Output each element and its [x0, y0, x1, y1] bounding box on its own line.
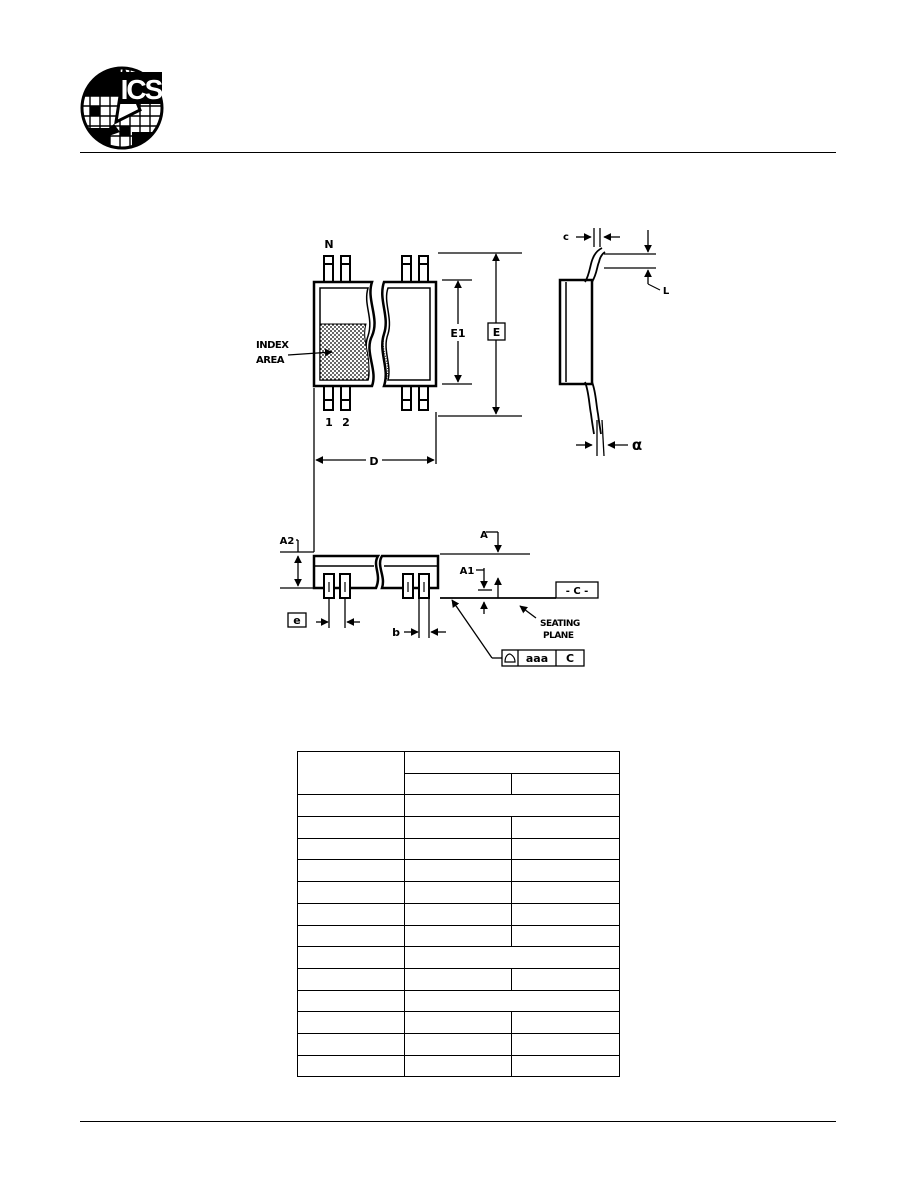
table-cell — [404, 859, 512, 883]
table-cell — [297, 989, 405, 1013]
table-cell — [297, 1054, 405, 1078]
table-row — [297, 967, 620, 991]
table-cell — [511, 881, 620, 904]
table-row — [297, 794, 620, 818]
ics-logo: ICS — [80, 66, 164, 150]
label-index-area-1: INDEX — [256, 340, 289, 351]
label-pin-1: 1 — [325, 416, 333, 429]
table-cell — [511, 816, 620, 839]
table-row — [297, 946, 620, 969]
label-pin-n: N — [324, 238, 333, 251]
table-row — [297, 1054, 620, 1078]
table-cell — [404, 816, 512, 839]
table-cell — [297, 946, 405, 969]
label-dim-b: b — [392, 626, 400, 639]
label-datum-c: - C - — [566, 586, 589, 597]
table-cell — [404, 881, 512, 904]
table-row — [297, 989, 620, 1013]
label-pin-2: 2 — [342, 416, 350, 429]
table-row — [297, 1011, 620, 1034]
table-cell — [297, 1032, 405, 1056]
table-cell — [511, 837, 620, 861]
table-cell — [297, 750, 405, 796]
label-seating-plane-1: SEATING — [540, 619, 580, 629]
table-cell — [404, 751, 620, 774]
table-cell — [511, 902, 620, 926]
label-seating-plane-2: PLANE — [543, 631, 574, 641]
table-cell — [404, 794, 620, 818]
table-cell — [404, 902, 512, 926]
table-cell — [297, 902, 405, 926]
label-dim-e-pitch: e — [293, 614, 300, 627]
table-row — [297, 837, 620, 861]
table-cell — [404, 967, 512, 991]
table-row — [297, 924, 620, 948]
table-cell — [297, 794, 405, 818]
table-row — [297, 902, 620, 926]
label-dim-alpha: α — [632, 436, 642, 454]
table-row — [297, 816, 620, 839]
table-cell — [511, 1032, 620, 1056]
table-cell — [511, 967, 620, 991]
label-dim-c: c — [563, 232, 569, 243]
table-row — [297, 881, 620, 904]
table-cell — [297, 924, 405, 948]
label-dim-l: L — [663, 286, 670, 297]
table-row — [297, 750, 620, 796]
table-cell — [404, 1032, 512, 1056]
table-cell — [404, 837, 512, 861]
table-row — [297, 1032, 620, 1056]
table-cell — [511, 1054, 620, 1078]
label-tol-datum: C — [566, 652, 574, 665]
table-cell — [297, 859, 405, 883]
table-cell — [404, 924, 512, 948]
table-cell — [297, 837, 405, 861]
label-dim-a2: A2 — [280, 536, 295, 547]
header-rule — [80, 152, 836, 153]
logo-text: ICS — [121, 74, 163, 105]
table-cell — [404, 989, 620, 1013]
label-dim-e: E — [493, 326, 501, 339]
table-cell — [404, 946, 620, 969]
table-cell — [511, 924, 620, 948]
label-dim-a1: A1 — [460, 566, 475, 577]
table-cell — [404, 772, 512, 796]
table-cell — [297, 1011, 405, 1034]
table-cell — [297, 967, 405, 991]
dimension-table — [297, 750, 620, 1078]
label-tol-aaa: aaa — [526, 652, 548, 665]
table-cell — [404, 1011, 512, 1034]
table-cell — [297, 816, 405, 839]
label-dim-e1: E1 — [450, 327, 465, 340]
table-cell — [511, 772, 620, 796]
tolerance-frame — [501, 649, 585, 667]
footer-rule — [80, 1121, 836, 1122]
table-cell — [297, 881, 405, 904]
label-dim-d: D — [369, 455, 378, 468]
table-cell — [511, 859, 620, 883]
label-index-area-2: AREA — [256, 355, 285, 366]
table-cell — [511, 1011, 620, 1034]
table-row — [297, 859, 620, 883]
label-dim-a: A — [480, 530, 488, 541]
table-cell — [404, 1054, 512, 1078]
